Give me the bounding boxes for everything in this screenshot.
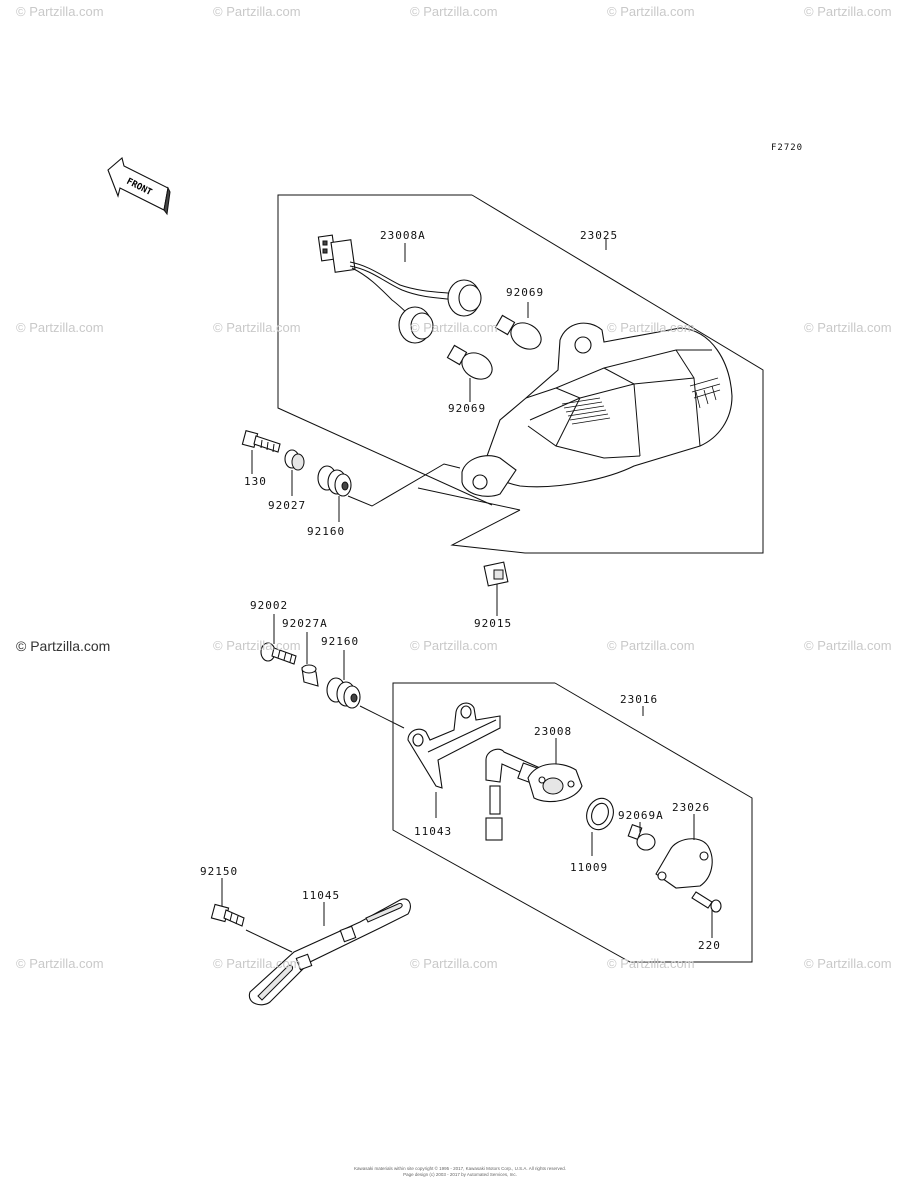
part-label-92027[interactable]: 92027: [268, 499, 307, 512]
watermark: © Partzilla.com: [804, 4, 892, 19]
watermark: © Partzilla.com: [410, 956, 498, 971]
part-label-23026[interactable]: 23026: [672, 801, 711, 814]
part-label-11009[interactable]: 11009: [570, 861, 609, 874]
watermark: © Partzilla.com: [607, 4, 695, 19]
leader-92160-bracket: [359, 705, 405, 729]
watermark: © Partzilla.com: [213, 956, 301, 971]
footer-line-1: Kawasaki materials within site copyright…: [354, 1166, 566, 1171]
part-label-92015[interactable]: 92015: [474, 617, 513, 630]
part-label-11045[interactable]: 11045: [302, 889, 341, 902]
part-label-92160-mid[interactable]: 92160: [321, 635, 360, 648]
collar-92027A: [301, 664, 319, 687]
bracket-11043: [407, 702, 501, 789]
nut-92015: [483, 561, 509, 587]
part-label-130[interactable]: 130: [244, 475, 267, 488]
watermark: © Partzilla.com: [410, 638, 498, 653]
watermark: © Partzilla.com: [16, 956, 104, 971]
grommet-92160-mid: [326, 677, 361, 709]
assembly-23025-outline-low: [417, 487, 521, 511]
screw-220: [691, 891, 722, 913]
bolt-92002: [260, 642, 297, 665]
bulb-92069-bottom: [446, 344, 493, 380]
bulb-92069A: [627, 823, 656, 851]
watermark: © Partzilla.com: [213, 320, 301, 335]
lens-23026: [655, 838, 713, 889]
watermark: © Partzilla.com: [804, 956, 892, 971]
seal-11009: [586, 797, 614, 831]
part-label-92150[interactable]: 92150: [200, 865, 239, 878]
watermark: © Partzilla.com: [16, 320, 104, 335]
watermark: © Partzilla.com: [410, 4, 498, 19]
leader-lines: [221, 239, 713, 938]
footer-line-2: Page design (c) 2003 - 2017 by Automated…: [403, 1172, 517, 1177]
watermark: © Partzilla.com: [804, 320, 892, 335]
part-label-92069-top[interactable]: 92069: [506, 286, 545, 299]
part-label-92160-top[interactable]: 92160: [307, 525, 346, 538]
bolt-130: [241, 430, 281, 453]
part-label-23008[interactable]: 23008: [534, 725, 573, 738]
part-label-23016[interactable]: 23016: [620, 693, 659, 706]
watermark: © Partzilla.com: [213, 638, 301, 653]
wiring-harness-23008A: [317, 234, 482, 344]
assembly-23025-outline: [277, 194, 493, 506]
watermark: © Partzilla.com: [607, 320, 695, 335]
part-label-92069-bottom[interactable]: 92069: [448, 402, 487, 415]
watermark: © Partzilla.com: [804, 638, 892, 653]
license-lamp-socket-23008: [485, 748, 583, 841]
watermark: © Partzilla.com: [213, 4, 301, 19]
watermark: © Partzilla.com: [607, 638, 695, 653]
part-label-23008A[interactable]: 23008A: [380, 229, 426, 242]
bulb-92069-top: [494, 314, 542, 350]
assembly-23016-outline: [392, 682, 753, 963]
front-arrow-icon: FRONT: [107, 157, 171, 216]
assembly-23025-outline-right: [450, 194, 764, 554]
tail-light-housing-23025: [461, 322, 733, 497]
watermark-primary: © Partzilla.com: [16, 638, 111, 654]
bolt-92150: [210, 903, 245, 927]
grommet-92160-top: [317, 465, 352, 497]
part-label-92027A[interactable]: 92027A: [282, 617, 328, 630]
figure-code: F2720: [771, 143, 804, 153]
part-label-23025[interactable]: 23025: [580, 229, 619, 242]
leader-92160-housing: [347, 463, 461, 507]
part-label-11043[interactable]: 11043: [414, 825, 453, 838]
license-bracket-11045: [248, 898, 411, 1006]
part-label-92002[interactable]: 92002: [250, 599, 289, 612]
footer-copyright: Kawasaki materials within site copyright…: [340, 1166, 580, 1178]
part-label-92069A[interactable]: 92069A: [618, 809, 664, 822]
watermark: © Partzilla.com: [410, 320, 498, 335]
watermark: © Partzilla.com: [16, 4, 104, 19]
part-label-220[interactable]: 220: [698, 939, 721, 952]
collar-92027: [284, 449, 305, 471]
watermark: © Partzilla.com: [607, 956, 695, 971]
leader-92150-bracket: [245, 929, 293, 953]
